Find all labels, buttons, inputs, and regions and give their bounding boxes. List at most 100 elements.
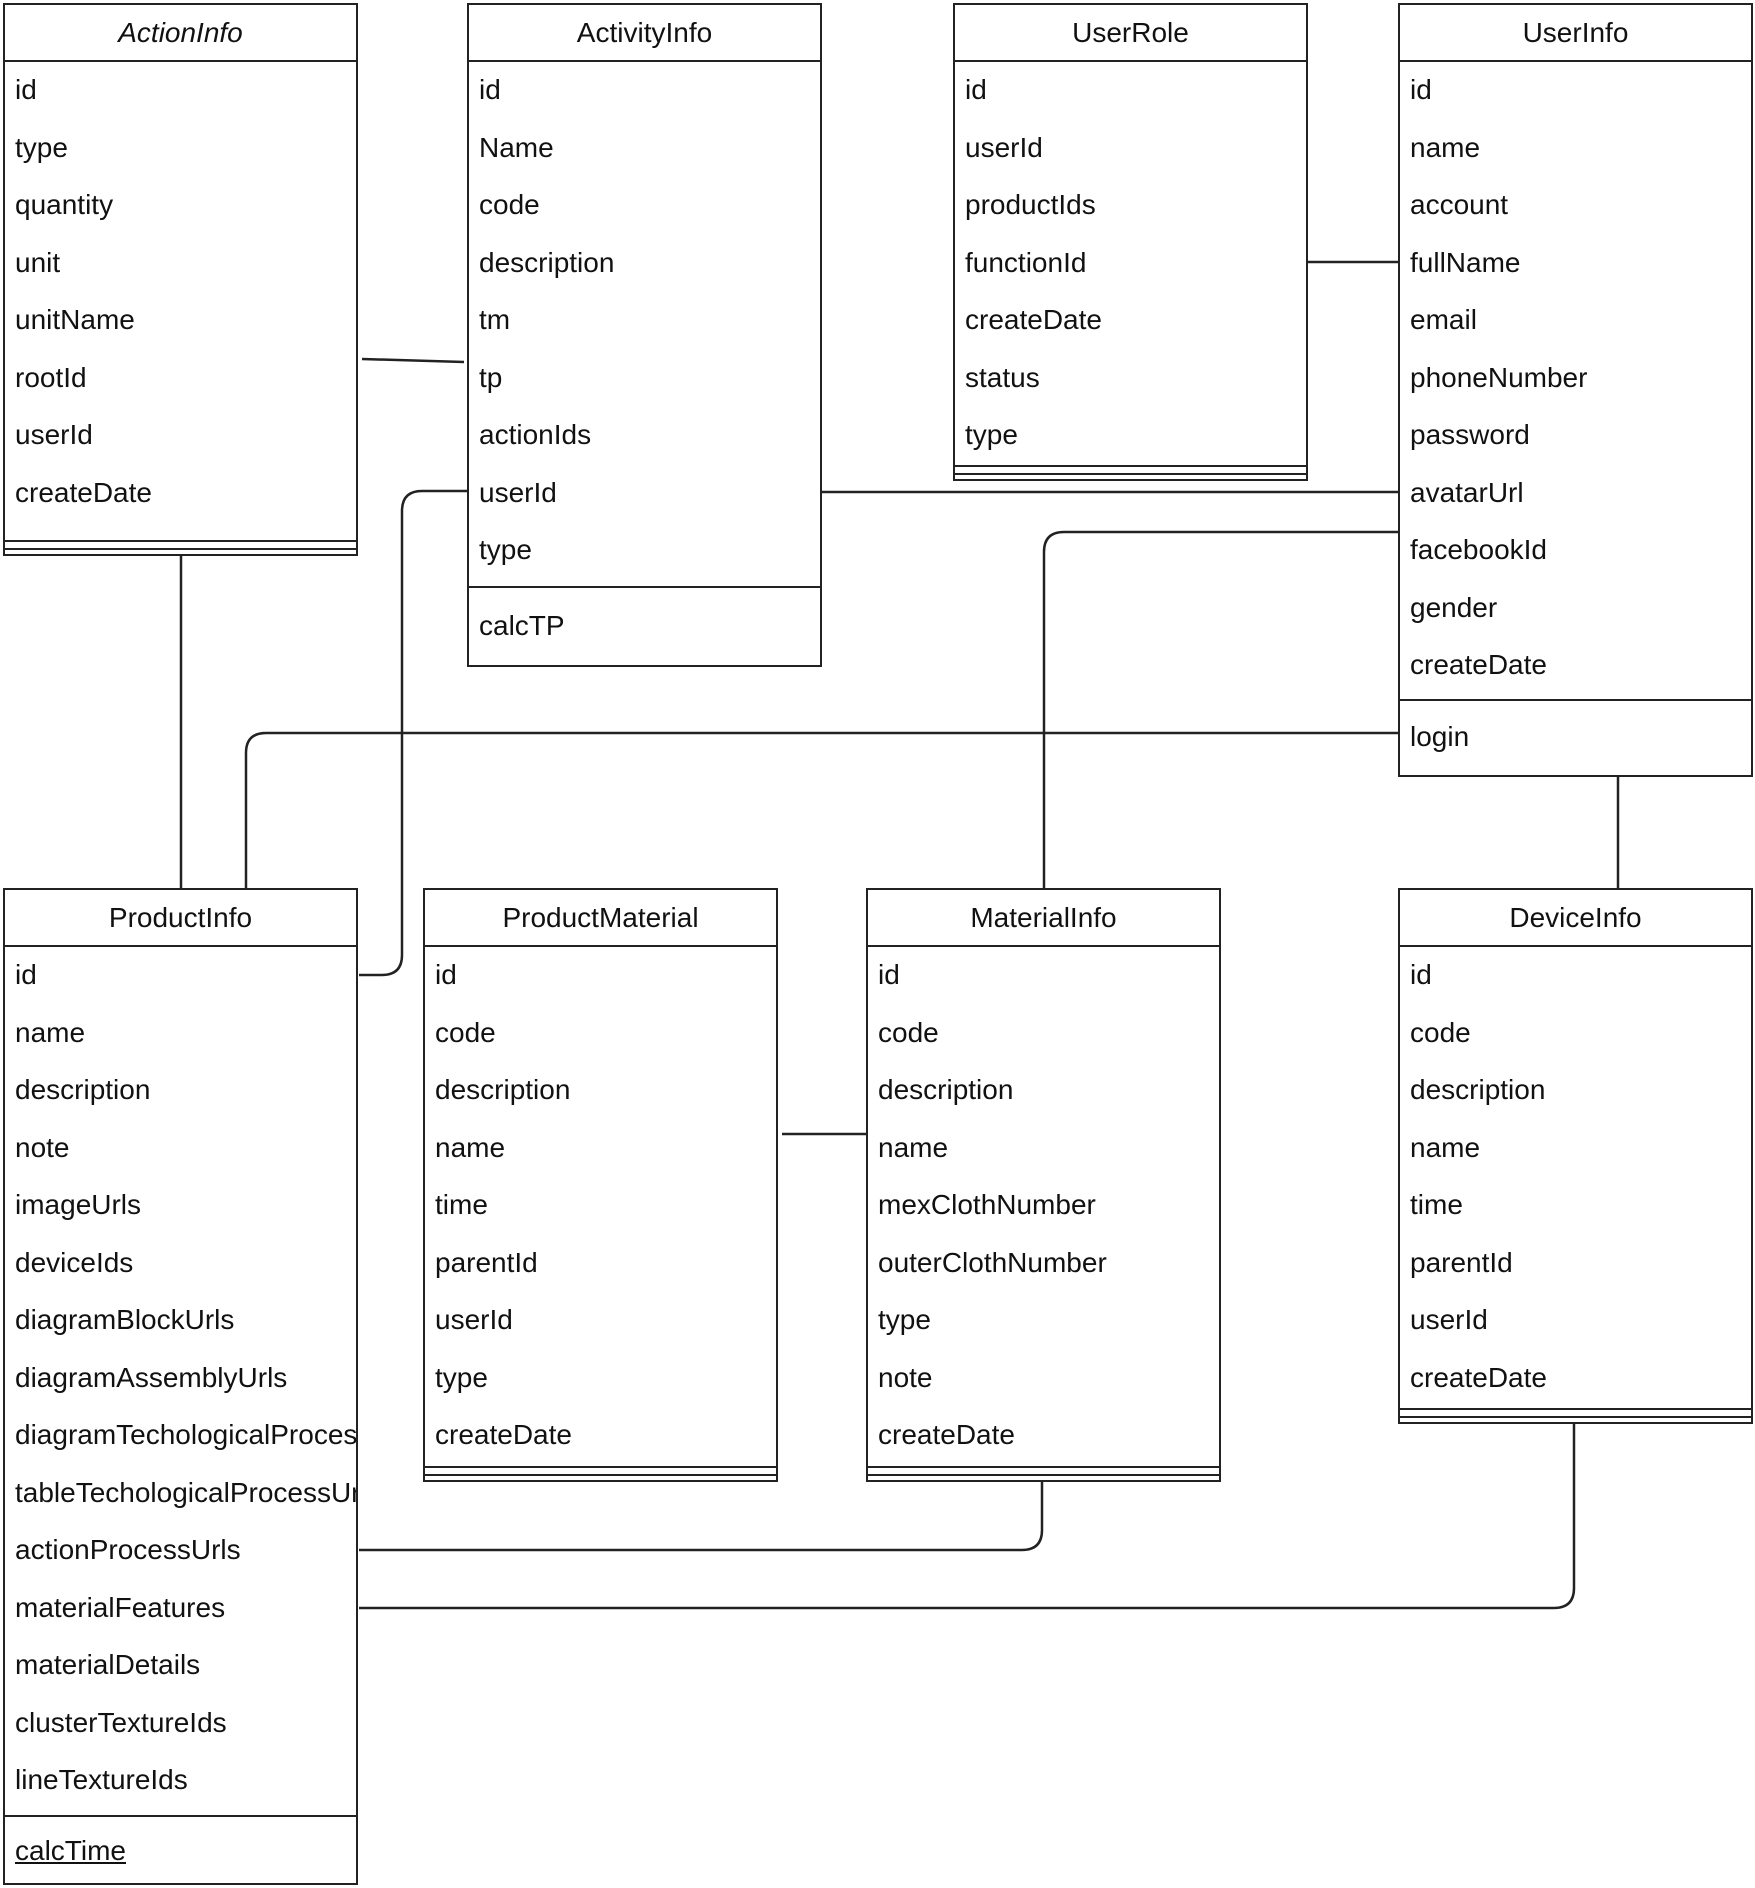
- class-userrole[interactable]: UserRole id userId productIds functionId…: [953, 3, 1308, 481]
- attribute: fullName: [1410, 246, 1521, 278]
- attribute-list: id name description note imageUrls devic…: [5, 947, 356, 1820]
- attribute: diagramBlockUrls: [15, 1304, 235, 1335]
- attribute: code: [1410, 1016, 1471, 1048]
- class-title: ActionInfo: [5, 5, 356, 62]
- attribute: status: [965, 361, 1040, 393]
- attribute-list: id code description name time parentId u…: [425, 947, 776, 1475]
- attribute-list: id name account fullName email phoneNumb…: [1400, 62, 1751, 705]
- operations-compartment: calcTime: [5, 1815, 356, 1883]
- attribute: parentId: [435, 1246, 538, 1278]
- attribute: rootId: [15, 361, 87, 393]
- attribute: type: [479, 534, 532, 565]
- attribute: createDate: [878, 1419, 1015, 1450]
- attribute: diagramTechologicalProcess: [15, 1419, 356, 1450]
- class-userinfo[interactable]: UserInfo id name account fullName email …: [1398, 3, 1753, 777]
- attribute: actionProcessUrls: [15, 1534, 241, 1565]
- attribute-list: id code description name mexClothNumber …: [868, 947, 1219, 1475]
- operations-compartment: [868, 1466, 1219, 1480]
- class-deviceinfo[interactable]: DeviceInfo id code description name time…: [1398, 888, 1753, 1424]
- attribute: password: [1410, 419, 1530, 450]
- attribute: createDate: [965, 304, 1102, 335]
- attribute: parentId: [1410, 1246, 1513, 1278]
- class-actioninfo[interactable]: ActionInfo id type quantity unit unitNam…: [3, 3, 358, 556]
- link-userinfo-materialinfo: [1042, 530, 1398, 890]
- link-materialinfo-productinfo: [359, 1478, 1044, 1552]
- attribute: name: [15, 1016, 86, 1048]
- attribute: unitName: [15, 304, 135, 335]
- class-activityinfo[interactable]: ActivityInfo id Name code description tm…: [467, 3, 822, 667]
- attribute: materialDetails: [15, 1649, 201, 1680]
- attribute: account: [1410, 189, 1509, 220]
- attribute: time: [1410, 1189, 1463, 1220]
- attribute: code: [479, 189, 540, 220]
- operation: calcTime: [15, 1835, 126, 1866]
- class-title: UserRole: [955, 5, 1306, 62]
- attribute: name: [435, 1131, 506, 1163]
- attribute: tp: [479, 361, 503, 393]
- attribute: materialFeatures: [15, 1591, 226, 1623]
- attribute: description: [15, 1074, 151, 1105]
- attribute: facebookId: [1410, 534, 1547, 565]
- attribute: description: [435, 1074, 571, 1105]
- link-actioninfo-activityinfo: [361, 357, 465, 364]
- class-title: ActivityInfo: [469, 5, 820, 62]
- attribute: unit: [15, 246, 61, 278]
- attribute: id: [435, 959, 457, 990]
- attribute: Name: [479, 131, 554, 163]
- class-title: UserInfo: [1400, 5, 1751, 62]
- attribute-list: id userId productIds functionId createDa…: [955, 62, 1306, 475]
- operations-compartment: calcTP: [469, 586, 820, 665]
- attribute: avatarUrl: [1410, 476, 1524, 508]
- attribute: deviceIds: [15, 1246, 134, 1278]
- class-productmaterial[interactable]: ProductMaterial id code description name…: [423, 888, 778, 1482]
- attribute: id: [15, 959, 37, 990]
- attribute: userId: [435, 1304, 513, 1335]
- attribute: functionId: [965, 246, 1087, 278]
- attribute-list: id type quantity unit unitName rootId us…: [5, 62, 356, 532]
- operations-compartment: [5, 540, 356, 554]
- attribute: email: [1410, 304, 1477, 335]
- attribute: id: [1410, 959, 1432, 990]
- attribute: createDate: [435, 1419, 572, 1450]
- attribute: name: [1410, 1131, 1481, 1163]
- operations-compartment: [425, 1466, 776, 1480]
- attribute: code: [878, 1016, 939, 1048]
- attribute: quantity: [15, 189, 114, 220]
- attribute: productIds: [965, 189, 1096, 220]
- attribute: type: [878, 1304, 931, 1335]
- class-title: MaterialInfo: [868, 890, 1219, 947]
- attribute: mexClothNumber: [878, 1189, 1096, 1220]
- attribute: note: [15, 1131, 70, 1163]
- attribute: code: [435, 1016, 496, 1048]
- attribute: type: [435, 1361, 488, 1393]
- attribute: gender: [1410, 591, 1498, 623]
- operations-compartment: login: [1400, 699, 1751, 775]
- attribute: imageUrls: [15, 1189, 142, 1220]
- attribute: outerClothNumber: [878, 1246, 1107, 1278]
- attribute: name: [878, 1131, 949, 1163]
- attribute: id: [1410, 74, 1432, 105]
- attribute: tableTechologicalProcessUrl: [15, 1476, 356, 1508]
- attribute: diagramAssemblyUrls: [15, 1361, 288, 1393]
- class-title: DeviceInfo: [1400, 890, 1751, 947]
- attribute: id: [479, 74, 501, 105]
- attribute: lineTextureIds: [15, 1764, 188, 1795]
- class-productinfo[interactable]: ProductInfo id name description note ima…: [3, 888, 358, 1885]
- attribute: createDate: [1410, 649, 1547, 680]
- class-title: ProductMaterial: [425, 890, 776, 947]
- attribute: description: [1410, 1074, 1546, 1105]
- operation: calcTP: [479, 610, 565, 641]
- class-materialinfo[interactable]: MaterialInfo id code description name me…: [866, 888, 1221, 1482]
- link-userinfo-productinfo: [244, 731, 1398, 890]
- attribute: name: [1410, 131, 1481, 163]
- operation: login: [1410, 721, 1470, 752]
- attribute: userId: [479, 476, 557, 508]
- attribute: tm: [479, 304, 511, 335]
- attribute: note: [878, 1361, 933, 1393]
- attribute: description: [878, 1074, 1014, 1105]
- attribute: id: [878, 959, 900, 990]
- attribute: time: [435, 1189, 488, 1220]
- attribute: type: [15, 131, 68, 163]
- attribute: phoneNumber: [1410, 361, 1588, 393]
- attribute: clusterTextureIds: [15, 1706, 227, 1738]
